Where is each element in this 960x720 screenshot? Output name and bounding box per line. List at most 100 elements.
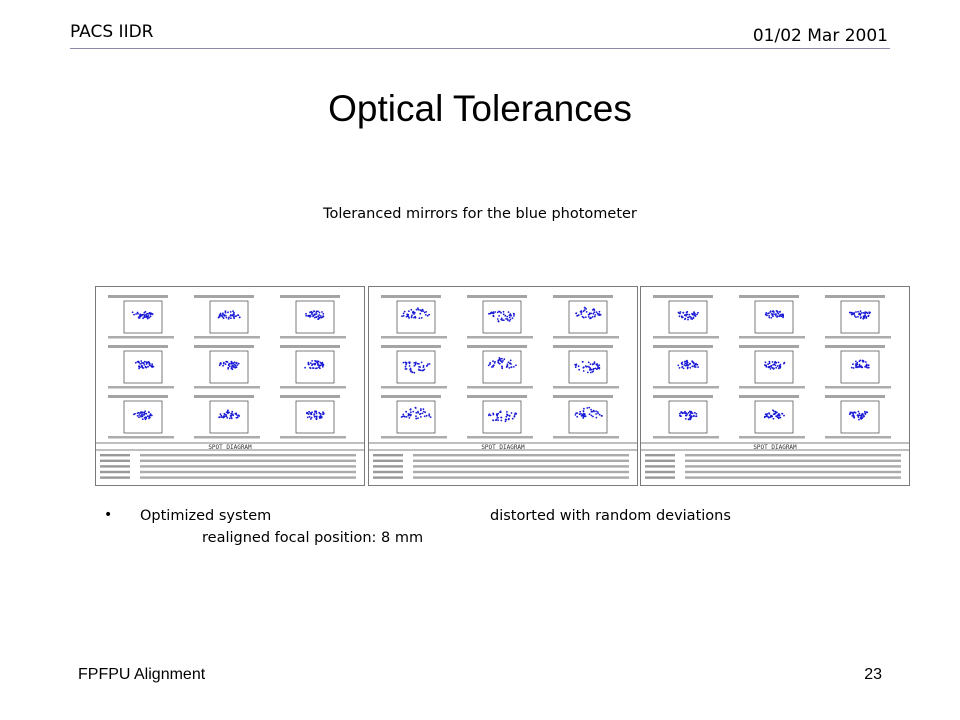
info-text-line [140,476,356,479]
info-text-line [685,454,901,457]
spot-dot [591,410,594,413]
spot-diagram-panel-optimized: SPOT DIAGRAM [95,286,365,486]
spot-dot [138,315,141,317]
spot-dot [595,410,597,413]
spot-dot [598,310,601,313]
spot-dot [850,366,853,369]
spot-coord-line [553,436,619,439]
header-left: PACS IIDR [70,22,154,42]
spot-dot [144,410,146,413]
spot-dot [858,412,861,415]
spot-dot [867,314,870,317]
spot-dot [425,311,427,313]
spot-dot [691,415,693,418]
caption-distorted: distorted with random deviations [490,508,731,524]
spot-dot [681,366,684,369]
spot-dot [318,411,321,414]
spot-dot [774,412,777,415]
spot-box [568,400,608,434]
spot-dot [860,416,863,419]
spot-dot [496,311,499,314]
spot-dot [417,307,419,309]
spot-dot [498,362,501,365]
spot-label-line [553,395,613,398]
spot-dot [147,361,150,363]
spot-dot [691,365,694,368]
spot-dot [225,360,228,363]
spot-dot [860,414,863,417]
spot-dot [778,315,781,318]
spot-dot [148,316,151,319]
info-text-line [645,465,675,468]
spot-dot [574,366,577,369]
spot-coord-line [825,386,891,389]
spot-dot [138,416,140,419]
spot-dot [691,312,693,315]
spot-dot [505,415,508,418]
spot-dot [228,411,231,414]
spot-dot [592,312,595,315]
spot-dot [592,409,595,412]
spot-dot [321,311,323,313]
spot-dot [769,311,772,313]
spot-dot [590,371,592,374]
spot-dot [141,415,144,418]
spot-dot [691,360,694,363]
spot-dot [598,367,601,370]
spot-label-line [825,395,885,398]
spot-dot [231,365,233,368]
spot-dot [768,312,770,314]
spot-dot [589,363,592,365]
spot-dot [405,363,407,366]
spot-dot [321,365,324,368]
spot-dot [426,314,429,317]
spot-dot [144,418,147,421]
info-text-line [100,470,130,474]
spot-dot [415,415,417,418]
spot-dot [425,414,428,417]
spot-dot [508,367,511,369]
spot-box [840,350,880,384]
spot-dot [315,310,318,313]
spot-dot [694,411,696,414]
spot-dot [413,362,416,364]
spot-dot [234,364,237,367]
spot-dot [418,317,421,319]
spot-dot [227,311,229,314]
spot-dot [319,367,321,370]
spot-dot [853,312,856,314]
spot-dot [225,316,228,319]
spot-dot [679,415,682,418]
spot-dot [413,365,416,367]
spot-dot [773,367,775,370]
spot-dot [856,366,859,369]
spot-dot [852,412,854,415]
spot-dot [783,362,785,365]
spot-dot [428,414,431,417]
spot-dot [237,415,239,417]
spot-dot [500,360,502,362]
spot-dot [501,365,503,368]
spot-dot [218,315,221,318]
spot-dot [582,316,585,319]
spot-dot [311,364,313,367]
spot-dot [145,412,148,415]
spot-dot [511,317,514,319]
spot-dot [509,314,512,316]
spot-dot [415,308,418,311]
spot-dot [140,360,143,362]
spot-coord-line [280,336,346,339]
spot-dot [408,365,411,367]
spot-dot [678,315,681,318]
spot-dot [419,409,422,412]
spot-dot [679,412,681,415]
spot-dot [768,360,771,363]
spot-coord-line [280,436,346,439]
spot-dot [696,313,698,316]
spot-dot [685,362,687,365]
spot-label-line [467,295,527,298]
spot-box [840,400,880,434]
spot-dot [772,364,774,366]
spot-dot [492,364,495,367]
spot-dot [506,413,508,416]
